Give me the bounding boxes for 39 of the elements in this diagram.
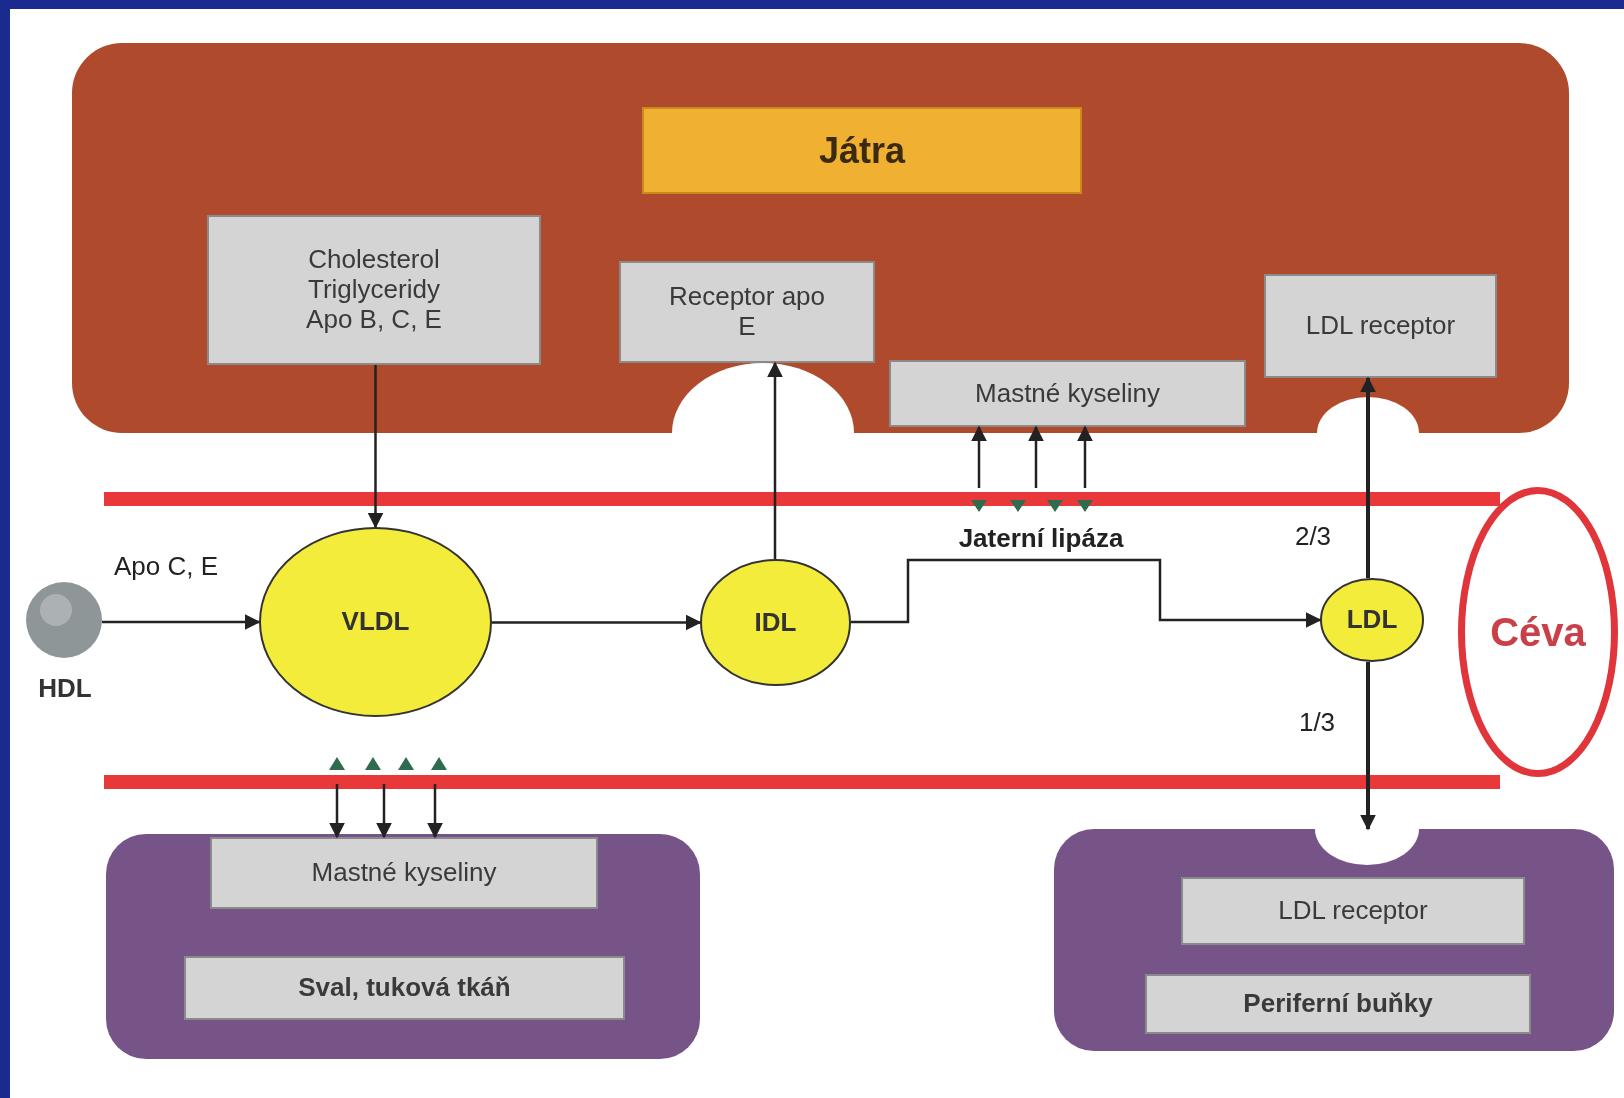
arrow [367,365,384,529]
box-label: Játra [818,129,906,172]
arrow [1077,425,1093,488]
organ-label-box [642,107,1082,194]
receptor-box [1264,274,1497,378]
arrow [101,614,261,630]
fatty-acid-box [889,360,1246,427]
arrow [1360,376,1376,579]
arrow [427,784,443,839]
arrow [851,558,1322,628]
arrow [767,361,783,559]
arrow [376,784,392,839]
particle-label: LDL [1346,605,1398,635]
box-label: Cholesterol [308,245,440,276]
box-label: Mastné kyseliny [311,858,497,888]
box-label: LDL receptor [1305,311,1456,341]
cell-label-box [1145,974,1531,1034]
receptor-box [1181,877,1525,945]
particle-label: IDL [754,607,797,638]
box-label: Mastné kyseliny [975,378,1160,409]
fatty-acid-box [210,837,598,909]
box-label: Periferní buňky [1243,989,1433,1019]
particle-label: Céva [1490,609,1586,655]
box-label: Apo B, C, E [306,304,442,335]
box-label: Receptor apo E [667,282,827,342]
arrow [1360,661,1376,831]
arrow [971,425,987,488]
arrow [329,784,345,839]
box-label: Triglyceridy [308,275,440,305]
particle-label: HDL [38,674,92,704]
box-label: LDL receptor [1278,896,1428,926]
enzyme-label: Jaterní lipáza [957,522,1125,554]
lipid-content-box [207,215,541,365]
arrow [1028,425,1044,488]
tissue-label-box [184,956,625,1020]
arrow [492,614,702,631]
particle-label: VLDL [341,607,410,637]
box-label: Sval, tuková tkáň [298,973,511,1003]
receptor-box [619,261,875,363]
